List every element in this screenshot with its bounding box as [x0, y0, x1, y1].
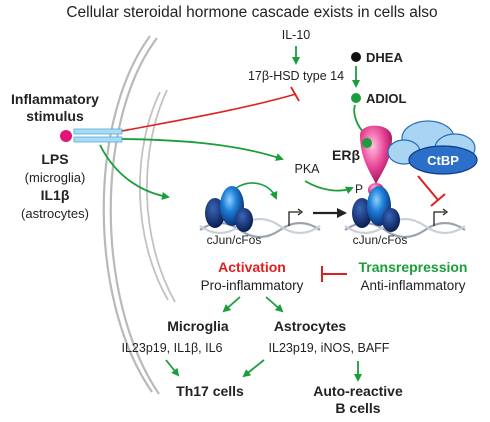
hsd-label: 17β-HSD type 14	[248, 69, 344, 83]
transrepression-label: Transrepression	[359, 259, 468, 275]
receptor-to-complex-arrow	[99, 144, 170, 200]
astrocytes-paren-label: (astrocytes)	[21, 206, 89, 221]
stimulus-label-line2: stimulus	[26, 108, 84, 124]
astrocytes-label: Astrocytes	[274, 318, 347, 334]
nuclear-membrane	[139, 89, 176, 303]
membrane-receptor	[73, 128, 123, 143]
activation-label: Activation	[218, 259, 286, 275]
right-tss-arrow	[433, 211, 445, 226]
dhea-label: DHEA	[366, 50, 403, 65]
pka-to-phospho-arrow	[304, 180, 354, 194]
autoreactive-label-line2: B cells	[335, 400, 380, 416]
left-tss-arrowhead	[297, 208, 304, 216]
lps-label: LPS	[41, 151, 68, 167]
th17-label: Th17 cells	[176, 383, 244, 399]
hsd-inhibition-line	[121, 93, 297, 132]
hsd-inhibition-bar	[290, 86, 300, 102]
il10-label: IL-10	[282, 28, 311, 42]
left-complex-label: cJun/cFos	[207, 233, 262, 247]
to-astrocytes-arrow	[265, 296, 284, 313]
ligand-dot	[60, 130, 72, 142]
erb-label: ERβ	[332, 147, 360, 163]
receptor-to-pka-arrow	[121, 138, 284, 161]
microglia-paren-label: (microglia)	[25, 170, 86, 185]
left-activation-curve-arrow	[235, 182, 278, 200]
il1b-label: IL1β	[41, 187, 70, 203]
ctbp-inhibition-bar	[430, 193, 446, 207]
phospho-label: P	[355, 182, 363, 196]
to-th17-arrow-left	[165, 359, 180, 377]
adiol-label: ADIOL	[366, 91, 407, 106]
autoreactive-label-line1: Auto-reactive	[313, 383, 403, 399]
to-th17-arrow-right	[242, 359, 265, 378]
diagram-title: Cellular steroidal hormone cascade exist…	[66, 4, 437, 21]
to-microglia-arrow	[222, 296, 241, 313]
pro-inflammatory-label: Pro-inflammatory	[201, 278, 304, 293]
stimulus-label-line1: Inflammatory	[11, 91, 99, 107]
cjun-cfos-complex-left	[205, 186, 253, 232]
microglia-label: Microglia	[167, 318, 229, 334]
left-tss-arrow	[288, 211, 300, 226]
anti-inflammatory-label: Anti-inflammatory	[360, 278, 465, 293]
right-complex-label: cJun/cFos	[353, 233, 408, 247]
cjun-cfos-complex-right	[352, 186, 400, 232]
dhea-dot	[351, 52, 361, 62]
ctbp-label: CtBP	[427, 153, 459, 168]
ctbp-inhibition-line	[417, 175, 439, 201]
cell-membrane	[102, 35, 160, 395]
pka-label: PKA	[294, 162, 320, 176]
adiol-dot	[351, 93, 361, 103]
right-tss-arrowhead	[442, 208, 449, 216]
microglia-genes-label: IL23p19, IL1β, IL6	[121, 341, 222, 355]
er-beta-receptor	[360, 125, 392, 197]
ctbp-complex	[387, 120, 478, 175]
astrocytes-genes-label: IL23p19, iNOS, BAFF	[269, 341, 390, 355]
